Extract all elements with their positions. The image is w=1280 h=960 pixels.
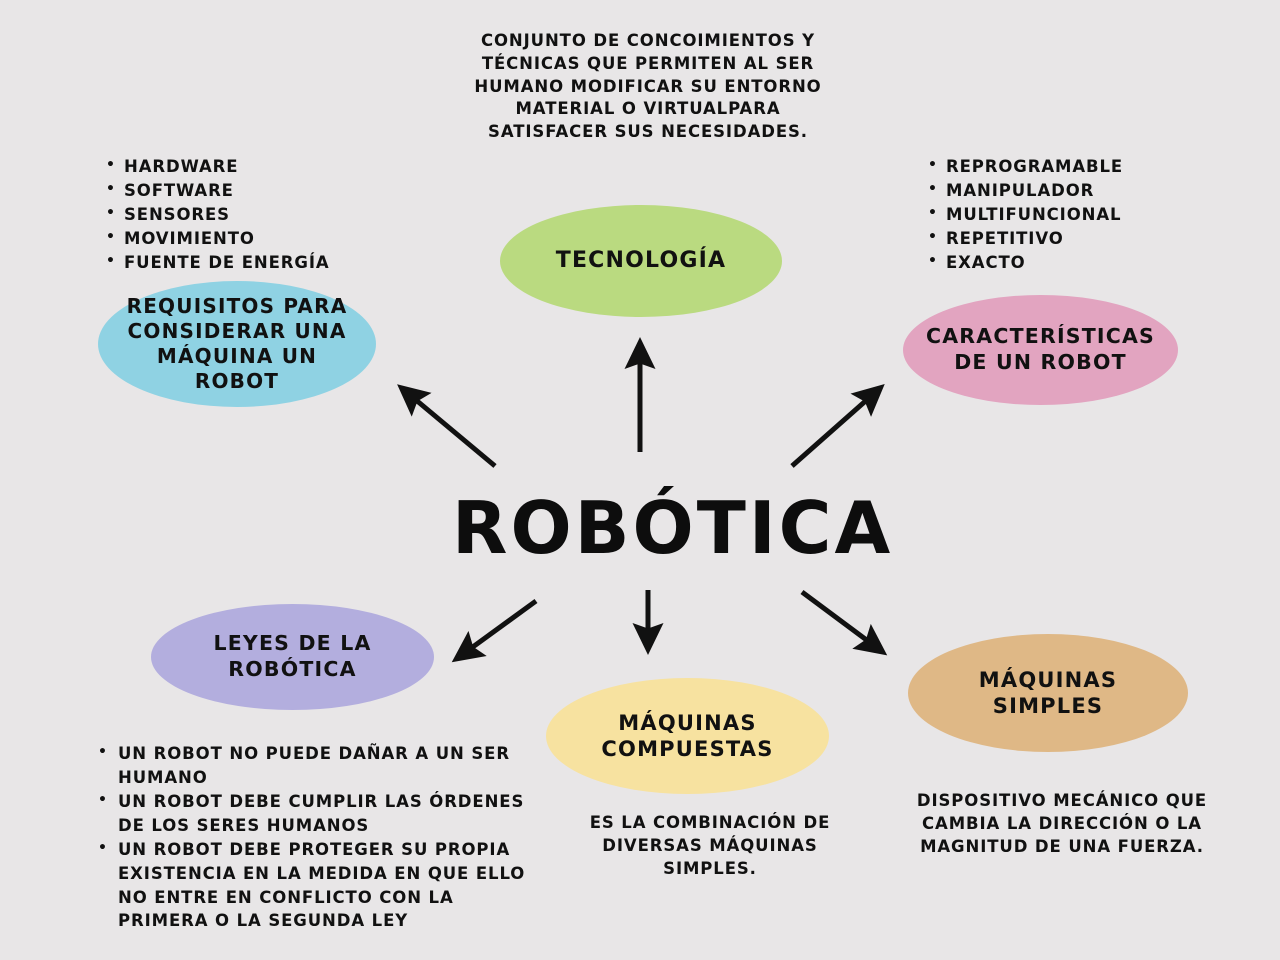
list-item: HARDWARE <box>104 155 404 179</box>
node-requisitos[interactable]: REQUISITOS PARA CONSIDERAR UNA MÁQUINA U… <box>98 281 376 407</box>
list-item: FUENTE DE ENERGÍA <box>104 251 404 275</box>
node-maquinas-simples-label: MÁQUINAS SIMPLES <box>978 667 1118 718</box>
node-maquinas-compuestas-label: MÁQUINAS COMPUESTAS <box>601 710 774 761</box>
node-caracteristicas[interactable]: CARACTERÍSTICAS DE UN ROBOT <box>903 295 1178 405</box>
list-item: UN ROBOT DEBE PROTEGER SU PROPIA EXISTEN… <box>96 838 536 934</box>
list-item: MANIPULADOR <box>926 179 1216 203</box>
maquinas-compuestas-definition-text: ES LA COMBINACIÓN DE DIVERSAS MÁQUINAS S… <box>589 813 831 878</box>
list-item: MULTIFUNCIONAL <box>926 203 1216 227</box>
list-item: REPETITIVO <box>926 227 1216 251</box>
list-item: SENSORES <box>104 203 404 227</box>
caracteristicas-bullet-list: REPROGRAMABLE MANIPULADOR MULTIFUNCIONAL… <box>926 155 1216 275</box>
leyes-bullet-list: UN ROBOT NO PUEDE DAÑAR A UN SER HUMANO … <box>96 742 536 933</box>
list-item: UN ROBOT NO PUEDE DAÑAR A UN SER HUMANO <box>96 742 536 790</box>
arrow-center-to-requisitos <box>397 384 497 468</box>
requisitos-bullet-list: HARDWARE SOFTWARE SENSORES MOVIMIENTO FU… <box>104 155 404 275</box>
list-item: EXACTO <box>926 251 1216 275</box>
list-item: UN ROBOT DEBE CUMPLIR LAS ÓRDENES DE LOS… <box>96 790 536 838</box>
node-leyes[interactable]: LEYES DE LA ROBÓTICA <box>151 604 434 710</box>
list-item: MOVIMIENTO <box>104 227 404 251</box>
list-item: SOFTWARE <box>104 179 404 203</box>
list-item: REPROGRAMABLE <box>926 155 1216 179</box>
arrow-center-to-simples <box>800 589 888 656</box>
node-requisitos-label: REQUISITOS PARA CONSIDERAR UNA MÁQUINA U… <box>126 293 348 394</box>
node-leyes-label: LEYES DE LA ROBÓTICA <box>213 631 372 681</box>
maquinas-simples-definition-text: DISPOSITIVO MECÁNICO QUE CAMBIA LA DIREC… <box>916 791 1208 856</box>
tecnologia-definition-text: CONJUNTO DE CONCOIMIENTOS Y TÉCNICAS QUE… <box>474 31 822 142</box>
node-maquinas-compuestas[interactable]: MÁQUINAS COMPUESTAS <box>546 678 829 794</box>
node-tecnologia[interactable]: TECNOLOGÍA <box>500 205 782 317</box>
node-tecnologia-label: TECNOLOGÍA <box>555 248 727 274</box>
arrow-center-to-leyes <box>451 598 538 663</box>
node-caracteristicas-label: CARACTERÍSTICAS DE UN ROBOT <box>925 324 1156 374</box>
arrow-center-to-caracteristicas <box>790 384 885 468</box>
center-title: ROBÓTICA <box>452 486 894 570</box>
node-maquinas-simples[interactable]: MÁQUINAS SIMPLES <box>908 634 1188 752</box>
